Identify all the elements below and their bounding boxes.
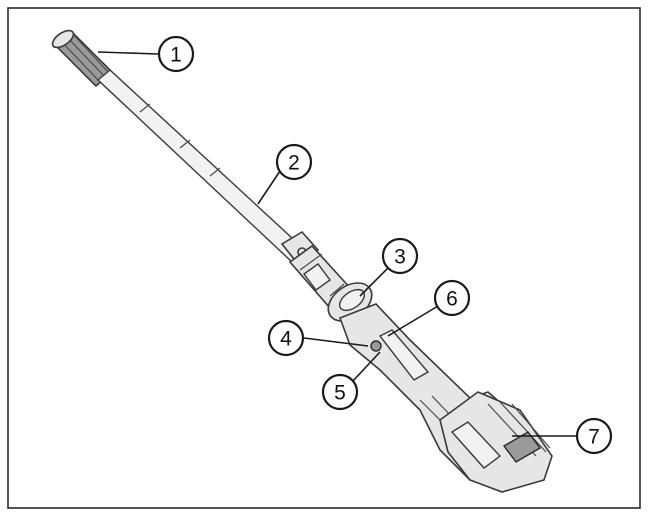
shaft bbox=[96, 69, 320, 266]
leader-5 bbox=[351, 351, 381, 383]
leader-6 bbox=[387, 305, 439, 337]
leader-2 bbox=[257, 167, 283, 205]
callout-5: 5 bbox=[321, 373, 359, 411]
callouts: 1 2 3 4 5 6 7 bbox=[157, 35, 613, 455]
battery-pack bbox=[439, 391, 553, 493]
callout-3-label: 3 bbox=[394, 246, 406, 269]
tool-illustration bbox=[51, 29, 553, 493]
leader-1 bbox=[97, 51, 159, 55]
callout-1: 1 bbox=[157, 35, 195, 73]
callout-2: 2 bbox=[275, 143, 313, 181]
leader-lines bbox=[97, 51, 576, 437]
leader-3 bbox=[359, 265, 391, 297]
callout-7: 7 bbox=[575, 417, 613, 455]
callout-2-label: 2 bbox=[288, 152, 300, 175]
callout-1-label: 1 bbox=[170, 44, 182, 67]
callout-4-label: 4 bbox=[280, 328, 292, 351]
callout-7-label: 7 bbox=[588, 426, 600, 449]
top-grip bbox=[51, 29, 114, 87]
callout-6: 6 bbox=[433, 279, 471, 317]
callout-6-label: 6 bbox=[446, 288, 458, 311]
callout-4: 4 bbox=[267, 319, 305, 357]
callout-3: 3 bbox=[381, 237, 419, 275]
leader-4 bbox=[303, 337, 369, 347]
callout-5-label: 5 bbox=[334, 382, 346, 405]
